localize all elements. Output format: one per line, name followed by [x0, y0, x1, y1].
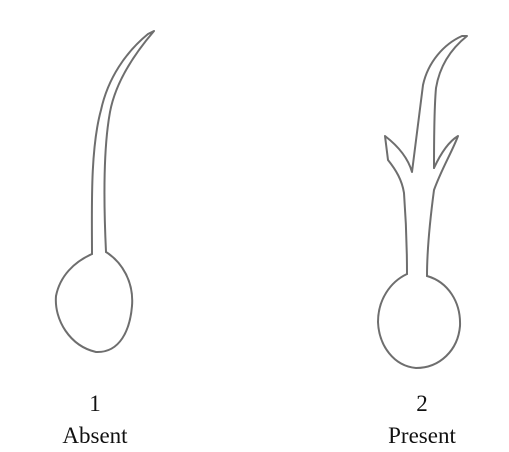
seedling-2-seed [378, 274, 460, 368]
seedling-absent-drawing [56, 31, 154, 352]
seedling-1-number: 1 [68, 392, 122, 415]
seedling-2-number: 2 [395, 392, 449, 415]
seedling-2-caption: Present [350, 424, 494, 447]
seedling-2-shoot-left [385, 36, 467, 274]
seedling-1-seed [56, 252, 132, 352]
seedling-1-caption: Absent [30, 424, 160, 447]
seedling-present-drawing [378, 36, 467, 368]
seedling-1-shoot [92, 31, 154, 254]
seedling-2-shoot-right [427, 136, 458, 276]
